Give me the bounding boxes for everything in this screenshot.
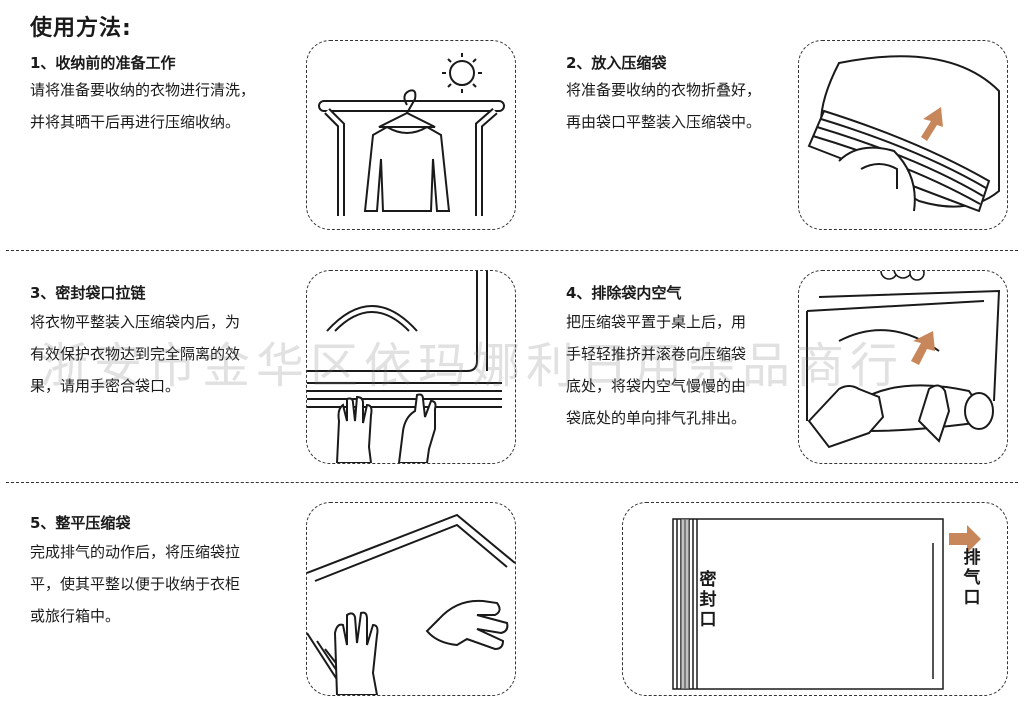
roll-out-air-illustration [806, 271, 1001, 449]
step-5-title: 5、整平压缩袋 [30, 514, 131, 532]
shirt-icon [363, 125, 451, 212]
step-2-text: 将准备要收纳的衣物折叠好， 再由袋口平整装入压缩袋中。 [566, 74, 761, 138]
step-2-line-2: 再由袋口平整装入压缩袋中。 [566, 113, 762, 131]
step-1-line-1: 请将准备要收纳的衣物进行清洗， [30, 81, 256, 99]
hand-icon [333, 599, 509, 695]
arrow-icon [949, 525, 981, 553]
step-2-illustration [798, 40, 1008, 230]
flatten-bag-illustration [307, 513, 515, 695]
step-1-title: 1、收纳前的准备工作 [30, 54, 176, 72]
hanger-icon [378, 89, 436, 128]
arrow-icon [921, 107, 943, 141]
seal-zipper-illustration [307, 271, 502, 463]
smoke-icon [880, 271, 925, 281]
drying-rack-illustration [318, 53, 505, 216]
step-4-line-2: 手轻轻推挤并滚卷向压缩袋 [566, 345, 747, 363]
step-2-title: 2、放入压缩袋 [566, 54, 667, 72]
step-4-text: 把压缩袋平置于桌上后，用 手轻轻推挤并滚卷向压缩袋 底处，将袋内空气慢慢的由 袋… [566, 306, 746, 434]
hand-icon [807, 384, 951, 449]
step-1-illustration [306, 40, 516, 230]
step-4-line-3: 底处，将袋内空气慢慢的由 [566, 377, 747, 395]
page-title: 使用方法: [30, 16, 132, 41]
step-3-illustration [306, 270, 516, 464]
section-divider-2 [6, 482, 1018, 483]
step-3-title: 3、密封袋口拉链 [30, 284, 146, 302]
folded-clothes-into-bag-illustration [807, 55, 1000, 213]
step-5-line-2: 平，使其平整以便于收纳于衣柜 [30, 575, 241, 593]
sun-icon [442, 53, 482, 93]
bag-diagram-drawing [672, 518, 981, 690]
step-3-line-2: 有效保护衣物达到完全隔离的效 [30, 345, 241, 363]
step-3-text: 将衣物平整装入压缩袋内后，为 有效保护衣物达到完全隔离的效 果，请用手密合袋口。 [30, 306, 240, 402]
step-5-line-3: 或旅行箱中。 [30, 607, 121, 625]
step-1-line-2: 并将其晒干后再进行压缩收纳。 [30, 113, 241, 131]
step-3-line-1: 将衣物平整装入压缩袋内后，为 [30, 313, 241, 331]
hand-icon [335, 393, 437, 463]
step-4-line-4: 袋底处的单向排气孔排出。 [566, 409, 747, 427]
section-divider-1 [6, 250, 1018, 251]
step-2-line-1: 将准备要收纳的衣物折叠好， [566, 81, 762, 99]
vent-label: 排气口 [963, 548, 981, 608]
arrow-icon [911, 331, 935, 365]
step-4-title: 4、排除袋内空气 [566, 284, 682, 302]
step-5-illustration [306, 502, 516, 696]
step-1-text: 请将准备要收纳的衣物进行清洗， 并将其晒干后再进行压缩收纳。 [30, 74, 255, 138]
step-4-line-1: 把压缩袋平置于桌上后，用 [566, 313, 747, 331]
step-3-line-3: 果，请用手密合袋口。 [30, 377, 181, 395]
step-5-text: 完成排气的动作后，将压缩袋拉 平，使其平整以便于收纳于衣柜 或旅行箱中。 [30, 536, 240, 632]
bag-diagram [622, 502, 1008, 696]
seal-label: 密封口 [699, 570, 717, 630]
step-5-line-1: 完成排气的动作后，将压缩袋拉 [30, 543, 241, 561]
step-4-illustration [798, 270, 1008, 464]
